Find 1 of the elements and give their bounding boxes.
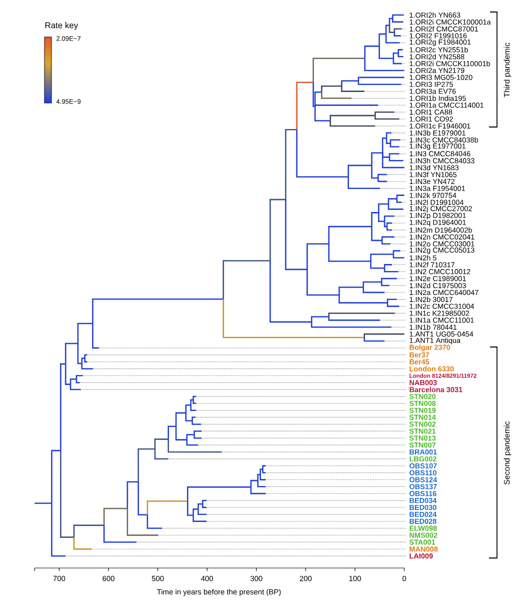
legend-title: Rate key [45, 22, 78, 30]
